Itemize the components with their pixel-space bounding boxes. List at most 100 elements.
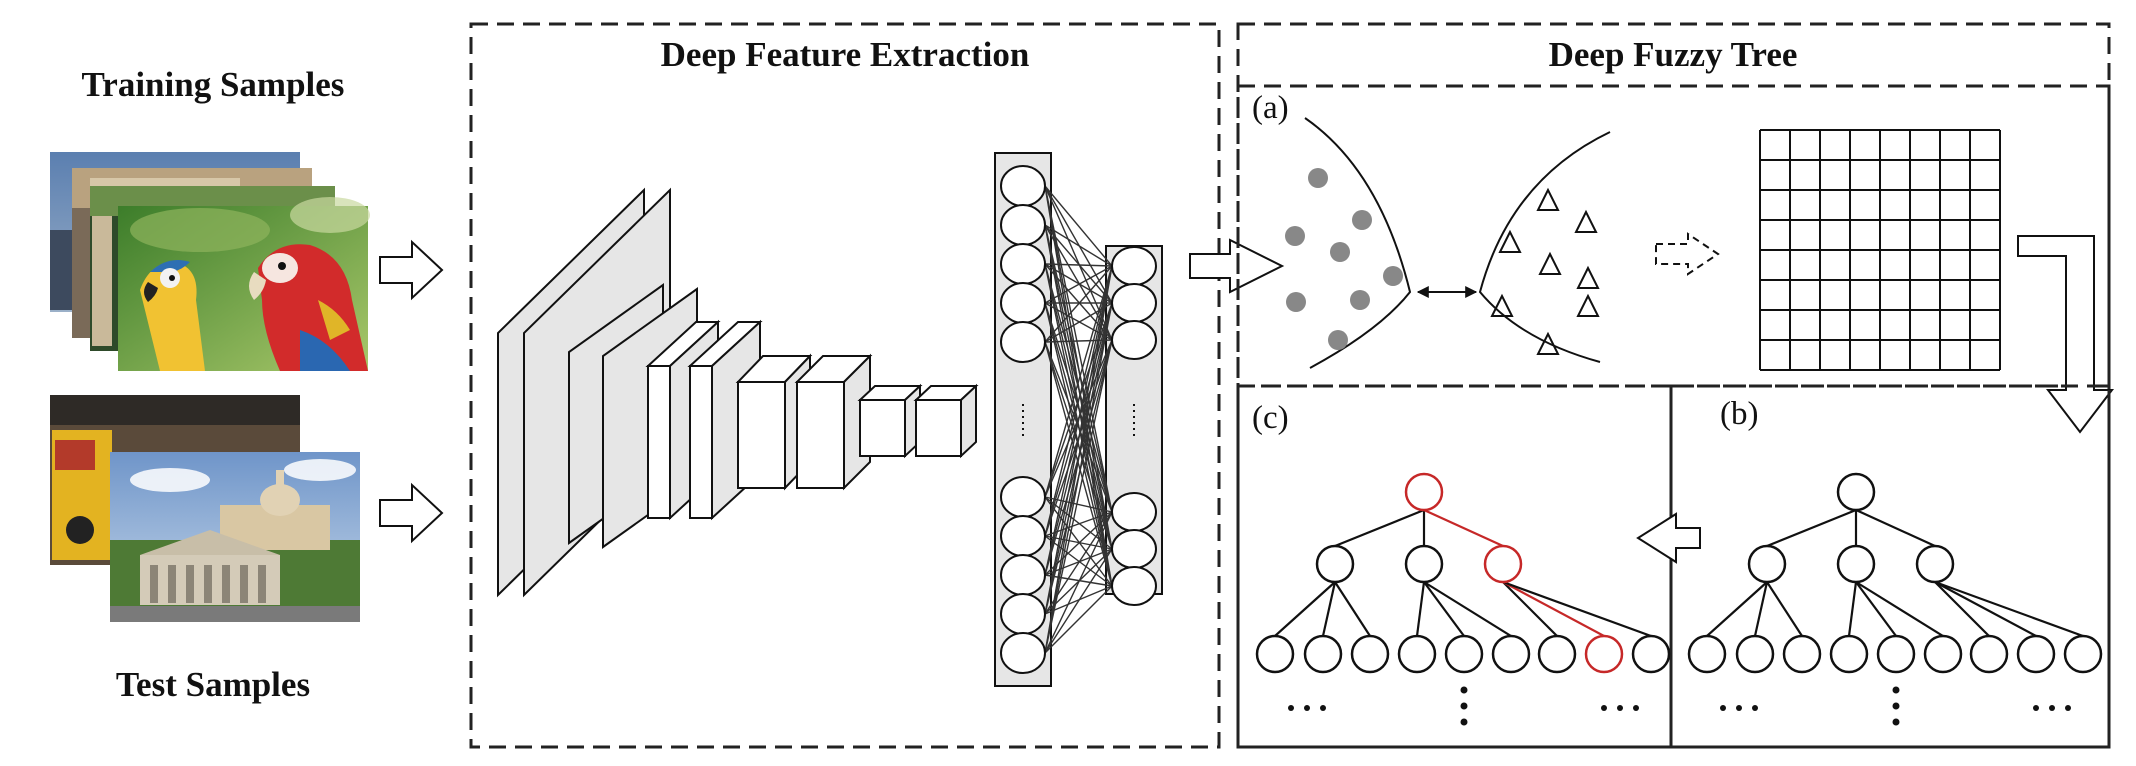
ellipsis-dot (1288, 705, 1294, 711)
cnn-layers (497, 187, 979, 598)
tree-internal-node (1915, 544, 1955, 584)
fc-node (1111, 492, 1157, 532)
fc-connection (1044, 265, 1113, 304)
fc-connection (1044, 511, 1113, 654)
tree-leaf-node (2063, 634, 2103, 674)
tree-edge (1334, 581, 1371, 637)
tree-edge (1423, 581, 1512, 637)
ellipsis-dot (1892, 686, 1900, 694)
tree-leaf-node (2016, 634, 2056, 674)
tree-leaf-node (1537, 634, 1577, 674)
fc-connection (1044, 263, 1113, 267)
fc-connection (1044, 496, 1113, 587)
fuzzy-tree-c (1255, 472, 1671, 726)
fc-connection (1044, 265, 1113, 654)
fc-connection (1044, 263, 1113, 513)
tree-edge (1766, 581, 1803, 637)
tree-leaf-node (1397, 634, 1437, 674)
down-elbow-arrow-icon (2017, 235, 2115, 434)
ellipsis-dot (1601, 705, 1607, 711)
fc-node (1000, 515, 1046, 557)
fc-connection (1044, 265, 1113, 615)
training-image-stack (50, 152, 370, 371)
tree-leaf-node (1687, 634, 1727, 674)
tree-leaf-node (1735, 634, 1775, 674)
fc-connection (1044, 224, 1113, 267)
fc-connection (1044, 535, 1113, 587)
tree-internal-node (1483, 544, 1523, 584)
tree-leaf-node (1631, 634, 1671, 674)
tree-leaf-node (1829, 634, 1869, 674)
cluster-triangles (1478, 131, 1611, 363)
fuzzy-grid (1759, 129, 2001, 371)
fc-node (1111, 320, 1157, 360)
left-arrow-icon (1636, 512, 1701, 564)
tree-edge (1423, 581, 1465, 637)
fc-connection (1044, 265, 1113, 576)
tree-leaf-node (1782, 634, 1822, 674)
panel-b-label: (b) (1720, 396, 1758, 432)
fc-node (1000, 204, 1046, 246)
tree-edge (1766, 508, 1857, 548)
ellipsis-dot (1736, 705, 1742, 711)
tree-edge (1934, 581, 2037, 637)
fc-node (1000, 476, 1046, 518)
tree-edge (1321, 581, 1337, 637)
fc-connection (1044, 302, 1113, 654)
tree-leaf-node (1350, 634, 1390, 674)
fc-connection (1044, 185, 1113, 267)
tree-edge (1706, 581, 1768, 637)
tree-leaf-node (1923, 634, 1963, 674)
tree-edge (1855, 581, 1897, 637)
fc-node (1111, 283, 1157, 323)
capitol-image (110, 452, 360, 622)
fc-node (1000, 632, 1046, 674)
deep-feature-extraction-box (469, 22, 1221, 749)
training-samples-label: Training Samples (82, 65, 345, 104)
ellipsis-dot (1460, 702, 1468, 710)
right-arrow-icon (379, 239, 444, 301)
panel-c-label: (c) (1252, 400, 1289, 436)
tree-leaf-node (1584, 634, 1624, 674)
fc-node (1000, 321, 1046, 363)
tree-edge (1934, 581, 1990, 637)
fc-connection (1044, 302, 1113, 513)
cluster-dots (1285, 117, 1412, 369)
ellipsis-dot (1460, 686, 1468, 694)
fc-node (1000, 593, 1046, 635)
right-arrow-icon (379, 482, 444, 544)
ellipsis-dot (1320, 705, 1326, 711)
fc-connection (1044, 265, 1113, 537)
test-image-stack (50, 395, 360, 622)
tree-edge (1753, 581, 1769, 637)
fc-node (1000, 243, 1046, 285)
tree-internal-node (1315, 544, 1355, 584)
tree-edge (1934, 580, 2084, 638)
tree-edge (1502, 581, 1558, 637)
fc-connection (1044, 265, 1113, 343)
fc-connection (1044, 339, 1113, 654)
ellipsis-dot (1633, 705, 1639, 711)
panel-a-label: (a) (1252, 90, 1289, 126)
tree-root-node (1404, 472, 1444, 512)
deep-fuzzy-tree-title: Deep Fuzzy Tree (1549, 35, 1798, 74)
tree-edge (1415, 581, 1426, 637)
fc-connection (1044, 341, 1113, 587)
fc-node (1000, 282, 1046, 324)
tree-leaf-node (1303, 634, 1343, 674)
deep-feature-extraction-title: Deep Feature Extraction (661, 35, 1030, 74)
tree-edge (1502, 580, 1652, 638)
tree-edge (1855, 581, 1944, 637)
ellipsis-dot (2049, 705, 2055, 711)
fully-connected-layers (994, 152, 1163, 687)
panel-a-box (1236, 84, 2111, 388)
tree-edge (1847, 581, 1858, 637)
right-arrow-icon (1189, 238, 1285, 294)
panel-b-box (1669, 384, 2111, 749)
fc-node (1000, 554, 1046, 596)
fc-connection (1044, 341, 1113, 513)
ellipsis-dot (1617, 705, 1623, 711)
tree-internal-node (1747, 544, 1787, 584)
tree-root-node (1836, 472, 1876, 512)
